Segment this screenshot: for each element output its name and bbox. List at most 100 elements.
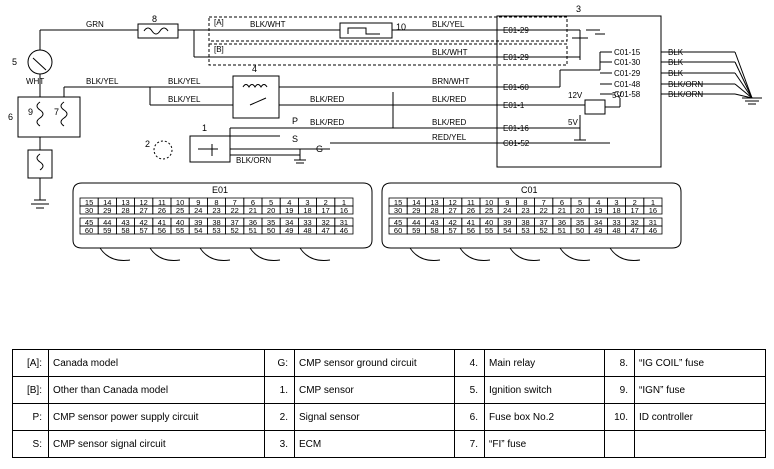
e01-pin-label: 7	[233, 198, 237, 207]
wire-red-yel: RED/YEL	[432, 133, 467, 142]
c01-pin-label: 22	[540, 206, 548, 215]
e01-pin-label: 44	[103, 218, 111, 227]
legend-key: 2.	[264, 403, 295, 431]
e01-pin-label: 51	[249, 226, 257, 235]
e01-pin-label: 25	[176, 206, 184, 215]
e01-pin-label: 30	[85, 206, 93, 215]
e01-title: E01	[212, 185, 228, 195]
callout-6: 6	[8, 112, 13, 122]
c01-pin-label: 25	[485, 206, 493, 215]
e01-pin-label: 46	[340, 226, 348, 235]
callout-3: 3	[576, 4, 581, 14]
wire-blk-wht-b: BLK/WHT	[432, 48, 468, 57]
legend-text: CMP sensor power supply circuit	[48, 403, 265, 431]
wire-blk-yel-a: BLK/YEL	[432, 20, 465, 29]
legend-key: 6.	[454, 403, 485, 431]
terminal-e01-16: E01-16	[503, 124, 529, 133]
legend-text: “IGN” fuse	[634, 376, 766, 404]
c01-pin-label: 31	[649, 218, 657, 227]
c01-pin-label: 48	[612, 226, 620, 235]
region-b-box	[208, 43, 568, 66]
wire-wht: WHT	[26, 77, 44, 86]
c01-title: C01	[521, 185, 538, 195]
c01-pin-label: 57	[449, 226, 457, 235]
main-relay-symbol	[232, 75, 280, 119]
c01-pin-label: 10	[485, 198, 493, 207]
region-a-label: [A]	[214, 18, 224, 27]
callout-p: P	[292, 116, 298, 126]
c01-pin-label: 60	[394, 226, 402, 235]
c01-pin-label: 53	[521, 226, 529, 235]
terminal-c01-52: C01-52	[503, 139, 530, 148]
callout-5: 5	[12, 57, 17, 67]
e01-pin-label: 13	[121, 198, 129, 207]
c01-pin-label: 3	[614, 198, 618, 207]
legend-key: S:	[12, 430, 49, 458]
e01-pin-label: 52	[231, 226, 239, 235]
terminal-c01-15: C01-15	[614, 48, 641, 57]
c01-pin-label: 47	[631, 226, 639, 235]
e01-pin-label: 10	[176, 198, 184, 207]
c01-pin-label: 29	[412, 206, 420, 215]
wire-blk-red-4: BLK/RED	[432, 118, 466, 127]
e01-pin-label: 60	[85, 226, 93, 235]
e01-pin-cell	[334, 205, 354, 215]
c01-pin-label: 49	[594, 226, 602, 235]
ground-wire-5: BLK/ORN	[668, 90, 703, 99]
e01-pin-label: 34	[285, 218, 293, 227]
callout-g: G	[316, 144, 323, 154]
e01-pin-label: 55	[176, 226, 184, 235]
c01-pin-label: 50	[576, 226, 584, 235]
e01-pin-label: 28	[121, 206, 129, 215]
wire-grn: GRN	[86, 20, 104, 29]
c01-pin-label: 37	[540, 218, 548, 227]
ignition-switch-symbol	[27, 49, 53, 75]
ground-wire-1: BLK	[668, 48, 684, 57]
callout-9: 9	[28, 107, 33, 117]
c01-pin-label: 38	[521, 218, 529, 227]
e01-pin-label: 54	[194, 226, 202, 235]
callout-7: 7	[54, 107, 59, 117]
e01-pin-label: 17	[322, 206, 330, 215]
legend-key: 9.	[604, 376, 635, 404]
ig-coil-fuse-symbol	[137, 23, 179, 39]
e01-pin-label: 22	[231, 206, 239, 215]
c01-pin-label: 26	[467, 206, 475, 215]
e01-pin-label: 31	[340, 218, 348, 227]
c01-pin-label: 41	[467, 218, 475, 227]
c01-pin-label: 32	[631, 218, 639, 227]
c01-pin-label: 34	[594, 218, 602, 227]
voltage-5v-a: 5V	[612, 91, 622, 100]
e01-pin-label: 26	[158, 206, 166, 215]
e01-pin-label: 4	[287, 198, 291, 207]
legend-key: 10.	[604, 403, 635, 431]
e01-pin-label: 39	[194, 218, 202, 227]
c01-pin-label: 58	[430, 226, 438, 235]
legend-text: ECM	[294, 430, 455, 458]
c01-pin-label: 35	[576, 218, 584, 227]
legend-text: Main relay	[484, 349, 605, 377]
e01-pin-label: 20	[267, 206, 275, 215]
legend-text: Fuse box No.2	[484, 403, 605, 431]
e01-pin-label: 33	[303, 218, 311, 227]
e01-pin-cell	[334, 225, 354, 235]
legend-key: [B]:	[12, 376, 49, 404]
wire-blk-red-2: BLK/RED	[432, 95, 466, 104]
c01-pin-label: 42	[449, 218, 457, 227]
e01-pin-label: 24	[194, 206, 202, 215]
e01-pin-label: 49	[285, 226, 293, 235]
e01-pin-label: 45	[85, 218, 93, 227]
wire-blk-yel-3: BLK/YEL	[168, 95, 201, 104]
callout-2: 2	[145, 139, 150, 149]
c01-pin-label: 9	[505, 198, 509, 207]
c01-pin-label: 39	[503, 218, 511, 227]
ground-wire-3: BLK	[668, 69, 684, 78]
signal-sensor-symbol	[153, 140, 173, 160]
c01-pin-label: 16	[649, 206, 657, 215]
legend-text: Ignition switch	[484, 376, 605, 404]
